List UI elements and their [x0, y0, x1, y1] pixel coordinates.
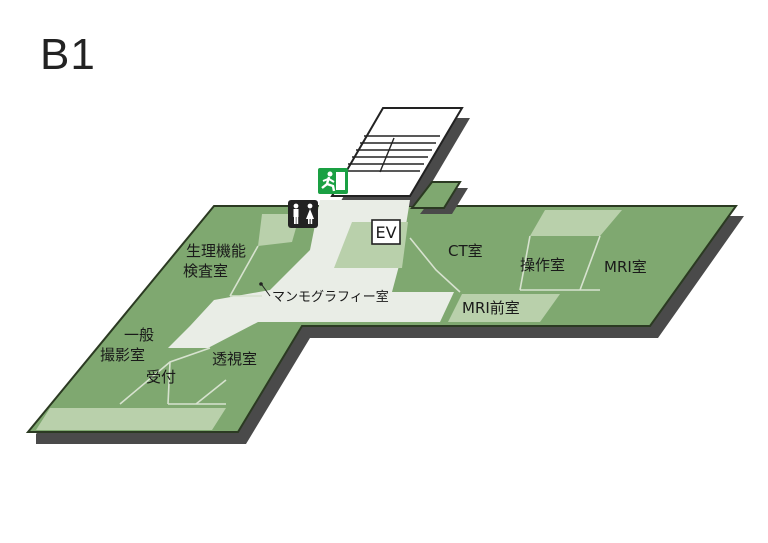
room-mri: MRI室	[604, 258, 647, 276]
room-general-line1: 一般	[124, 326, 154, 344]
room-physiology-line1: 生理機能	[186, 242, 246, 260]
room-fluoroscopy: 透視室	[212, 350, 257, 368]
restroom-icon	[288, 200, 318, 228]
floor-label: B1	[40, 30, 96, 79]
mammography-pointer	[261, 284, 271, 297]
stair-steps	[344, 135, 440, 173]
mammography-dot	[259, 282, 263, 286]
room-dividers	[119, 235, 601, 405]
mri-front-zone	[448, 294, 560, 322]
annex	[409, 181, 462, 209]
control-upper-zone	[530, 210, 622, 236]
stairs-icon	[330, 107, 464, 197]
room-general-line2: 撮影室	[100, 346, 145, 364]
room-reception: 受付	[146, 368, 176, 386]
elevator-box	[371, 219, 401, 245]
room-control: 操作室	[520, 256, 565, 274]
bottom-strip-zone	[36, 408, 226, 430]
room-physiology-line2: 検査室	[183, 262, 228, 280]
room-mri-front: MRI前室	[462, 299, 520, 317]
room-mammography: マンモグラフィー室	[272, 289, 389, 305]
emergency-exit-icon	[318, 168, 348, 194]
room-ct: CT室	[448, 242, 483, 260]
elevator-label: EV	[375, 223, 396, 242]
